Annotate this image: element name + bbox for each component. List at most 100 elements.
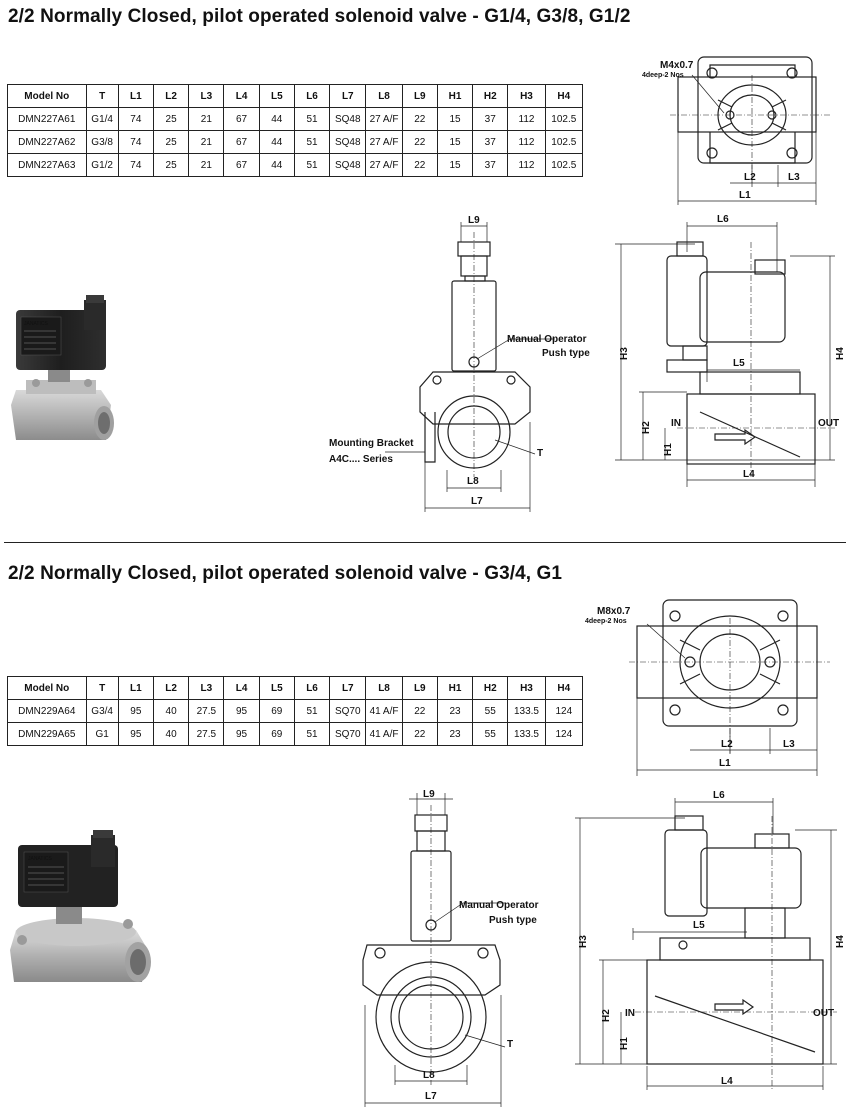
dim-L1-top-1: L1 xyxy=(739,190,751,201)
table-cell: 124 xyxy=(544,722,584,746)
dim-T-1: T xyxy=(537,448,543,459)
table-cell: 27 A/F xyxy=(365,107,403,131)
table-cell: 41 A/F xyxy=(365,699,403,723)
table-header-cell: L3 xyxy=(188,676,225,700)
table-cell: 25 xyxy=(152,153,190,177)
model-number-cell: DMN229A64 xyxy=(7,699,87,723)
table-cell: 51 xyxy=(293,107,331,131)
port-in-label-1: IN xyxy=(671,418,681,429)
bracket-series-label-1: A4C.... Series xyxy=(329,454,393,465)
table-cell: 51 xyxy=(293,153,331,177)
table-cell: 25 xyxy=(152,130,190,154)
model-number-cell: DMN227A61 xyxy=(7,107,87,131)
dim-H1-1: H1 xyxy=(663,443,674,456)
table-cell: 15 xyxy=(436,153,474,177)
table-cell: 69 xyxy=(258,722,295,746)
manual-operator-label-2: Manual Operator xyxy=(459,900,539,911)
table-header-cell: T xyxy=(85,84,119,108)
dim-T-2: T xyxy=(507,1039,513,1050)
table-cell: G3/4 xyxy=(85,699,119,723)
table-header-cell: L9 xyxy=(401,84,438,108)
table-cell: 22 xyxy=(401,130,438,154)
table-cell: 25 xyxy=(152,107,190,131)
table-cell: G1/2 xyxy=(85,153,119,177)
section-2-title: 2/2 Normally Closed, pilot operated sole… xyxy=(8,563,563,584)
table-cell: 112 xyxy=(507,107,546,131)
table-cell: 95 xyxy=(117,722,154,746)
dim-L9-2: L9 xyxy=(423,789,435,800)
table-cell: G1/4 xyxy=(85,107,119,131)
table-header-cell: L6 xyxy=(293,676,331,700)
table-cell: 51 xyxy=(293,699,331,723)
dim-L3-top-2: L3 xyxy=(783,739,795,750)
dim-L7-1: L7 xyxy=(471,496,483,507)
table-cell: 21 xyxy=(188,107,225,131)
dim-L4-1: L4 xyxy=(743,469,755,480)
table-header-cell: H2 xyxy=(472,84,509,108)
table-header-cell: L3 xyxy=(188,84,225,108)
front-view-drawing-1: L9 Manual Operator Push type Mounting Br… xyxy=(329,215,590,512)
table-header-cell: H2 xyxy=(472,676,509,700)
table-cell: SQ48 xyxy=(329,130,367,154)
table-cell: 22 xyxy=(401,107,438,131)
table-cell: 23 xyxy=(436,722,474,746)
table-cell: 55 xyxy=(472,722,509,746)
table-cell: 22 xyxy=(401,699,438,723)
table-header-cell: T xyxy=(85,676,119,700)
table-header-cell: Model No xyxy=(7,676,87,700)
table-header-cell: L7 xyxy=(329,84,367,108)
dim-L8-1: L8 xyxy=(467,476,479,487)
table-cell: 27 A/F xyxy=(365,153,403,177)
table-header-cell: L5 xyxy=(258,84,295,108)
table-cell: 40 xyxy=(152,699,190,723)
table-header-cell: L4 xyxy=(223,84,260,108)
table-header-cell: L4 xyxy=(223,676,260,700)
valve-photo-2: JANATICS xyxy=(10,830,151,982)
table-cell: 40 xyxy=(152,722,190,746)
table-cell: 51 xyxy=(293,722,331,746)
table-header-cell: L1 xyxy=(117,84,154,108)
port-in-label-2: IN xyxy=(625,1008,635,1019)
table-cell: 22 xyxy=(401,722,438,746)
table-header-cell: H3 xyxy=(507,676,546,700)
table-header-cell: H3 xyxy=(507,84,546,108)
table-cell: 41 A/F xyxy=(365,722,403,746)
table-header-cell: L6 xyxy=(293,84,331,108)
dim-L6-2: L6 xyxy=(713,790,725,801)
table-cell: SQ48 xyxy=(329,107,367,131)
push-type-label-1: Push type xyxy=(542,348,590,359)
side-view-drawing-2: L6 L5 L4 H1 H2 H3 H4 IN OUT xyxy=(575,790,846,1090)
port-out-label-2: OUT xyxy=(813,1008,834,1019)
table-cell: 27.5 xyxy=(188,722,225,746)
table-cell: 55 xyxy=(472,699,509,723)
thread-label-1: M4x0.7 xyxy=(660,60,694,71)
table-cell: G1 xyxy=(85,722,119,746)
table-cell: 67 xyxy=(223,153,260,177)
table-header-cell: L8 xyxy=(365,676,403,700)
table-cell: 112 xyxy=(507,130,546,154)
table-cell: 95 xyxy=(117,699,154,723)
section-1-title: 2/2 Normally Closed, pilot operated sole… xyxy=(8,6,631,27)
dim-L7-2: L7 xyxy=(425,1091,437,1102)
dim-L5-2: L5 xyxy=(693,920,705,931)
dim-L3-top-1: L3 xyxy=(788,172,800,183)
dim-L4-2: L4 xyxy=(721,1076,733,1087)
table-cell: 67 xyxy=(223,107,260,131)
dim-L2-top-2: L2 xyxy=(721,739,733,750)
table-cell: 133.5 xyxy=(507,699,546,723)
manual-operator-label-1: Manual Operator xyxy=(507,334,587,345)
table-cell: 22 xyxy=(401,153,438,177)
table-cell: 37 xyxy=(472,153,509,177)
table-cell: 37 xyxy=(472,107,509,131)
table-cell: 21 xyxy=(188,130,225,154)
dim-H2-2: H2 xyxy=(601,1009,612,1022)
dim-H1-2: H1 xyxy=(619,1037,630,1050)
table-cell: SQ70 xyxy=(329,699,367,723)
table-header-cell: L5 xyxy=(258,676,295,700)
table-cell: 69 xyxy=(258,699,295,723)
